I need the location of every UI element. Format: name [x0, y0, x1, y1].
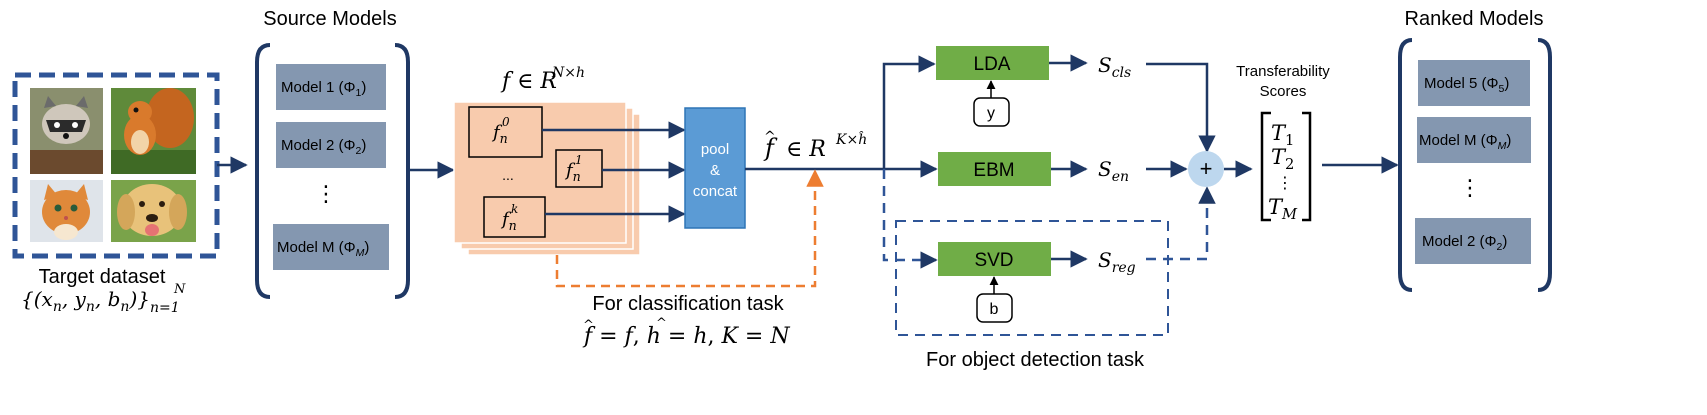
feature-dim-label: f ∈ R N×h	[500, 65, 585, 94]
svg-text:^: ^	[656, 316, 667, 331]
ranked-models-title: Ranked Models	[1405, 8, 1544, 30]
svg-text:T2: T2	[1271, 145, 1294, 173]
svg-text:^: ^	[764, 129, 776, 145]
svg-text:f = f, h = h, K = N: f = f, h = h, K = N	[582, 324, 790, 349]
squirrel-image	[111, 88, 196, 174]
source-model-box	[276, 64, 386, 110]
score-vector-right-bracket	[1302, 111, 1312, 222]
svg-text:1: 1	[575, 153, 583, 167]
feature-box	[483, 196, 546, 238]
svg-text:K×ĥ: K×ĥ	[835, 130, 867, 148]
feature-box	[468, 106, 543, 158]
svg-text:Model M (ΦM): Model M (ΦM)	[277, 239, 369, 259]
feature-label: fn1	[564, 153, 583, 184]
arrow-reg-to-sum	[1146, 186, 1216, 261]
transferability-label: Transferability	[1236, 63, 1330, 80]
classification-dashed-path	[555, 169, 824, 288]
feature-ellipsis: ...	[502, 167, 514, 183]
source-models-left-bracket	[255, 43, 271, 299]
score-reg: Sreg	[1098, 248, 1136, 276]
b-input-label: b	[990, 301, 999, 318]
y-input-label: y	[987, 105, 995, 122]
arrow-cls-to-sum	[1146, 62, 1216, 153]
classification-formula: f = f, h = h, K = N ^ ^	[582, 316, 790, 349]
ebm-box	[938, 152, 1051, 186]
source-model-box	[276, 122, 386, 168]
pool-concat-box	[684, 107, 746, 229]
feature-label: fn0	[491, 115, 510, 146]
sum-node	[1188, 151, 1224, 187]
target-dataset-label: Target dataset	[39, 266, 166, 288]
kitten-image	[30, 180, 103, 242]
source-model-label: Model M (ΦM)	[277, 239, 369, 259]
ranked-model-box	[1415, 218, 1531, 264]
score-vector-entry: T2	[1271, 145, 1294, 173]
svg-text:{(xn, yn, bn)}n=1: {(xn, yn, bn)}n=1	[21, 287, 180, 316]
classification-task-label: For classification task	[592, 293, 784, 315]
svg-text:Model 2 (Φ2): Model 2 (Φ2)	[1422, 233, 1507, 253]
lda-label: LDA	[974, 54, 1011, 75]
ranked-models-right-bracket	[1537, 38, 1552, 292]
raccoon-image	[30, 88, 103, 174]
svg-text:^: ^	[583, 318, 594, 333]
feature-panel-front	[453, 101, 627, 244]
svd-label: SVD	[974, 250, 1013, 271]
score-vector-left-bracket	[1260, 111, 1271, 222]
arrow-branch-to-lda	[882, 55, 936, 169]
svg-text:N×h: N×h	[551, 65, 585, 81]
score-vector-ellipsis: ⋮	[1277, 175, 1293, 192]
arrow-branch-to-svd	[882, 169, 938, 269]
source-model-label: Model 1 (Φ1)	[281, 79, 366, 99]
svd-box	[938, 242, 1051, 276]
svg-text:k: k	[511, 202, 518, 216]
ranked-model-label: Model M (ΦM)	[1419, 132, 1511, 152]
ranked-models-left-bracket	[1398, 38, 1413, 292]
svg-text:Model 5 (Φ5): Model 5 (Φ5)	[1424, 75, 1509, 95]
transferability-label: Scores	[1260, 83, 1307, 100]
ranked-models-ellipsis: ⋮	[1459, 175, 1481, 200]
svg-text:∈ R: ∈ R	[786, 137, 826, 162]
ranked-model-box	[1417, 117, 1531, 163]
svg-text:Model 1 (Φ1): Model 1 (Φ1)	[281, 79, 366, 99]
svg-text:0: 0	[502, 115, 510, 129]
svg-text:Scls: Scls	[1098, 53, 1131, 81]
svg-text:N: N	[173, 282, 186, 297]
ranked-model-box	[1418, 60, 1530, 106]
concat-dim-label: f ^ ∈ R K×ĥ	[763, 129, 867, 162]
score-vector-entry: TM	[1268, 195, 1298, 223]
source-model-label: Model 2 (Φ2)	[281, 137, 366, 157]
svg-text:TM: TM	[1268, 195, 1298, 223]
source-models-ellipsis: ⋮	[315, 181, 337, 206]
svg-text:f ∈ R: f ∈ R	[500, 69, 557, 94]
source-models-right-bracket	[394, 43, 410, 299]
svg-text:Model 2 (Φ2): Model 2 (Φ2)	[281, 137, 366, 157]
lda-box	[936, 46, 1049, 80]
score-en: Sen	[1098, 157, 1129, 185]
pool-concat-label: concat	[693, 183, 738, 200]
pool-concat-label: pool	[701, 141, 729, 158]
source-model-box	[273, 224, 389, 270]
object-detection-task-label: For object detection task	[926, 349, 1145, 371]
object-detection-frame	[895, 220, 1169, 336]
score-cls: Scls	[1098, 53, 1131, 81]
sum-symbol: +	[1200, 156, 1213, 181]
svg-text:Model M (ΦM): Model M (ΦM)	[1419, 132, 1511, 152]
pool-concat-label: &	[710, 162, 720, 179]
feature-label: fnk	[500, 202, 518, 233]
svg-text:Sen: Sen	[1098, 157, 1129, 185]
feature-box	[555, 149, 603, 188]
ranked-model-label: Model 5 (Φ5)	[1424, 75, 1509, 95]
source-models-title: Source Models	[263, 8, 396, 30]
svg-text:Sreg: Sreg	[1098, 248, 1136, 276]
ebm-label: EBM	[973, 160, 1014, 181]
ranked-model-label: Model 2 (Φ2)	[1422, 233, 1507, 253]
dog-image	[111, 180, 196, 242]
